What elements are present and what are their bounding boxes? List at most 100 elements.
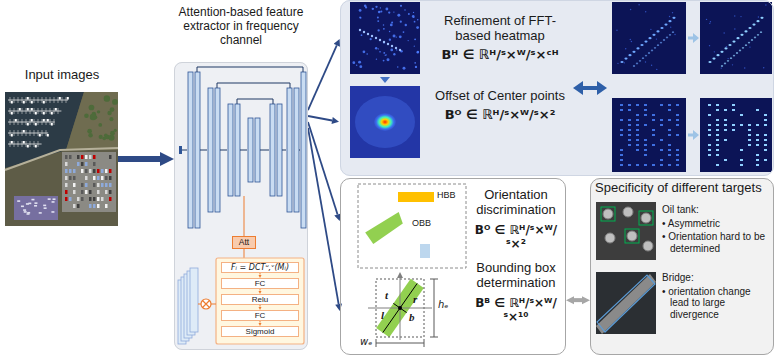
box-label: Fᵢ = DCTᵘ,ᵛ(Mᵢ) [231, 264, 289, 272]
feature-bar [301, 72, 306, 228]
dock-stub [14, 130, 15, 136]
tree [89, 105, 95, 111]
dock-stub [50, 119, 51, 125]
target-dot [764, 124, 767, 126]
target-dot [664, 24, 667, 26]
box-panel: Orientation discriminationBᴼ ∈ ℝᴴ/ˢ×ᵂ/ˢ×… [340, 178, 566, 355]
tree [87, 129, 92, 134]
heat-dot [378, 11, 381, 14]
panel-ground [340, 0, 774, 176]
car [89, 169, 92, 173]
target-dot [751, 39, 753, 41]
target-dot [740, 164, 743, 166]
car [73, 169, 76, 173]
target-dot [660, 124, 663, 126]
heat-dot [408, 13, 410, 15]
boat [59, 97, 61, 100]
boat [15, 119, 17, 122]
car [77, 155, 80, 159]
annotation-label: b [409, 312, 415, 323]
annotation-label: HBB [437, 191, 456, 200]
skip-connection [217, 83, 290, 88]
car [73, 190, 76, 194]
car [81, 162, 84, 166]
target-dot [724, 129, 727, 131]
dock-stub [26, 130, 27, 136]
feature-bar [248, 118, 253, 182]
target-dot [745, 44, 747, 46]
target-dot [716, 164, 719, 166]
target-dot [716, 124, 719, 126]
connector-arrow [308, 122, 338, 215]
target-dot [652, 129, 655, 131]
connector-arrow [260, 273, 261, 275]
target-dot [660, 119, 663, 121]
heat-dot [375, 6, 377, 8]
boat [19, 108, 21, 111]
boat [26, 213, 29, 215]
process-box: Fᵢ = DCTᵘ,ᵛ(Mᵢ) [221, 262, 299, 273]
target-dot [714, 51, 715, 52]
annotation-label: OBB [412, 219, 431, 228]
target-dot [672, 31, 674, 33]
heat-dot [414, 38, 416, 40]
target-dot [631, 41, 632, 42]
multiply-symbol [203, 301, 210, 308]
heat-dot [365, 6, 367, 8]
target-dot [765, 4, 766, 5]
car [65, 162, 68, 166]
offset-peak [374, 113, 396, 131]
target-dot [748, 134, 751, 136]
boat [35, 112, 37, 115]
target-dot [668, 134, 671, 136]
dock-stub [26, 97, 27, 103]
panel-text: Refinement of FFT-based heatmap [435, 14, 565, 44]
panel-text: Offset of Center points [435, 89, 565, 104]
target-dot [732, 41, 735, 43]
connector-arrow [308, 128, 339, 304]
target-dot [740, 16, 741, 17]
target-dot [636, 129, 639, 131]
target-dot [716, 54, 719, 56]
dock-stub [46, 108, 47, 114]
target-dot [660, 27, 663, 29]
dock-stub [14, 108, 15, 114]
car [97, 197, 100, 201]
heat-dot [383, 41, 385, 43]
dock-stub [38, 119, 39, 125]
hbb-shape [398, 192, 434, 202]
car [97, 190, 100, 194]
boat [39, 212, 42, 214]
heat-dot [404, 9, 405, 10]
car [69, 197, 72, 201]
feature-bar [287, 88, 292, 212]
heat-dot [400, 5, 402, 7]
target-dot [638, 4, 639, 5]
car [109, 169, 112, 173]
result-image [700, 2, 772, 74]
tensor-formula: Bᴮ ∈ ℝᴴ/ˢ×ᵂ/ˢ×¹⁰ [470, 297, 562, 325]
car [77, 197, 80, 201]
target-dot [676, 159, 679, 161]
car [65, 155, 68, 159]
heat-dot [360, 17, 362, 19]
boat [27, 108, 29, 111]
heat-dot [396, 49, 397, 50]
target-dot [752, 24, 755, 26]
boat [27, 97, 29, 100]
target-dot [756, 124, 759, 126]
target-dot [742, 47, 744, 49]
heat-dot [376, 58, 377, 59]
target-dot [628, 139, 631, 141]
dock-stub [22, 130, 23, 136]
dock-stub [34, 119, 35, 125]
target-dot [668, 129, 671, 131]
target-dot [650, 29, 651, 30]
target-dot [724, 47, 727, 49]
annotation-label: l [381, 310, 384, 321]
car [93, 155, 96, 159]
double-arrow [582, 86, 598, 90]
car [73, 204, 76, 208]
boat [21, 206, 24, 208]
